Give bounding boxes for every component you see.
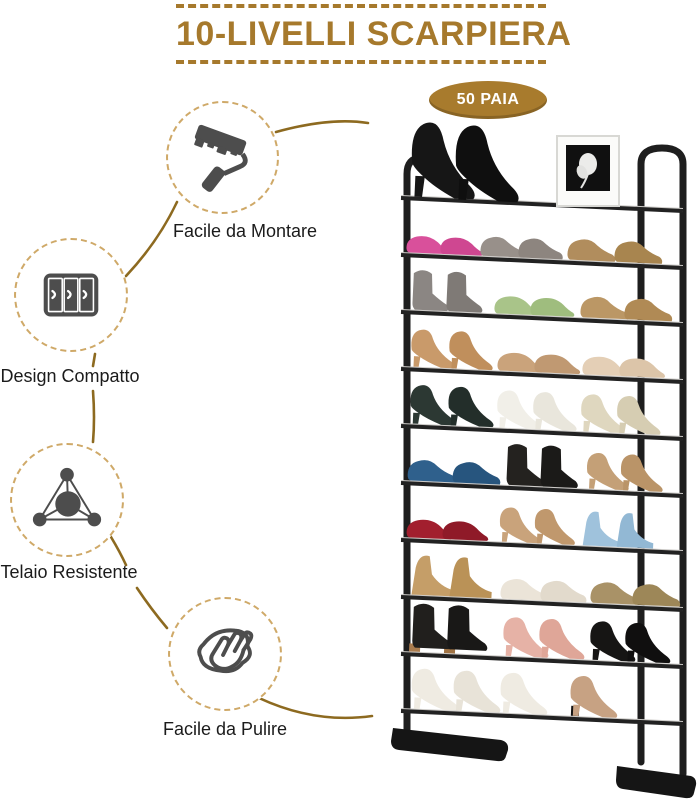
picture-frame xyxy=(556,135,620,207)
feature-label-sturdy-frame: Telaio Resistente xyxy=(0,562,138,582)
feature-circle-easy-clean xyxy=(168,597,282,711)
shoe-rack-photo xyxy=(391,121,697,799)
compact-wardrobe-icon xyxy=(43,273,99,317)
rack-feet xyxy=(391,728,697,799)
feature-circle-easy-assembly xyxy=(166,101,279,214)
page-title: 10-LIVELLI SCARPIERA xyxy=(176,15,572,53)
feature-circle-compact-design xyxy=(14,238,128,352)
sturdy-frame-icon xyxy=(32,467,102,527)
title-banner: 10-LIVELLI SCARPIERA xyxy=(176,4,572,64)
feature-label-easy-clean: Facile da Pulire xyxy=(162,719,288,739)
shoes-tier-9 xyxy=(408,603,672,664)
feature-label-easy-assembly: Facile da Montare xyxy=(172,221,318,241)
shelves xyxy=(400,195,684,726)
shoes-tier-10 xyxy=(410,668,619,718)
capacity-badge: 50 PAIA xyxy=(429,81,547,119)
feature-circle-sturdy-frame xyxy=(10,443,124,557)
wipe-clean-icon xyxy=(197,628,254,674)
shoes-tier-1 xyxy=(409,121,522,203)
feature-label-compact-design: Design Compatto xyxy=(0,366,140,386)
paint-roller-icon xyxy=(193,124,248,192)
